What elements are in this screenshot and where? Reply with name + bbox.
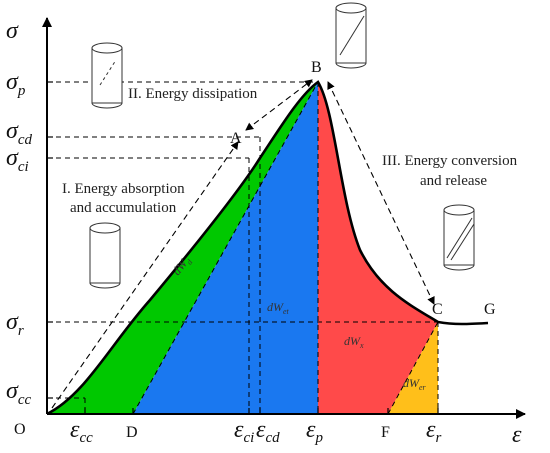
stage2-label: II. Energy dissipation: [128, 86, 258, 102]
unloading-line-D: [132, 81, 319, 415]
x-tick-marks: [84, 408, 439, 414]
x-label-eps-p: εp: [306, 417, 323, 446]
x-axis-symbol: ε: [512, 422, 522, 448]
x-label-eps-ci: εci: [234, 417, 254, 446]
y-label-sigma-cd: σcd: [6, 118, 33, 148]
point-label-G: G: [484, 301, 496, 318]
x-label-eps-cd: εcd: [256, 417, 280, 446]
specimen-fractured-icon: [443, 204, 475, 271]
stage3-line2: and release: [420, 173, 487, 189]
x-label-eps-cc: εcc: [70, 417, 93, 446]
area-label-blue: dWet: [267, 300, 290, 316]
arrow-A-to-B: [245, 79, 313, 131]
area-red-release: [318, 82, 438, 414]
stage1-line2: and accumulation: [70, 200, 177, 216]
arrow-B-to-C: [327, 81, 435, 305]
area-orange-residual: [388, 322, 438, 414]
point-label-C: C: [432, 301, 443, 318]
y-label-sigma-ci: σci: [6, 145, 29, 175]
y-label-sigma-p: σp: [6, 69, 26, 99]
origin-label: O: [14, 421, 26, 438]
point-label-A: A: [230, 130, 242, 147]
y-tick-marks: [47, 81, 53, 399]
specimen-intact-lower-icon: [89, 222, 121, 289]
x-label-eps-r: εr: [426, 417, 441, 446]
specimen-crack-icon: [335, 2, 367, 69]
stage1-line1: I. Energy absorption: [62, 181, 185, 197]
arrow-O-to-A: [51, 141, 239, 409]
specimen-intact-upper-icon: [91, 42, 123, 109]
y-label-sigma-cc: σcc: [6, 378, 32, 408]
x-label-D: D: [126, 424, 138, 441]
area-label-red: dWx: [344, 334, 364, 350]
y-axis-symbol: σ: [6, 18, 19, 44]
x-label-F: F: [381, 424, 390, 441]
stage3-line1: III. Energy conversion: [382, 153, 518, 169]
point-label-B: B: [311, 59, 322, 76]
area-label-orange: dWer: [403, 376, 427, 392]
stage-arrows: [51, 79, 435, 409]
y-label-sigma-r: σr: [6, 309, 24, 339]
